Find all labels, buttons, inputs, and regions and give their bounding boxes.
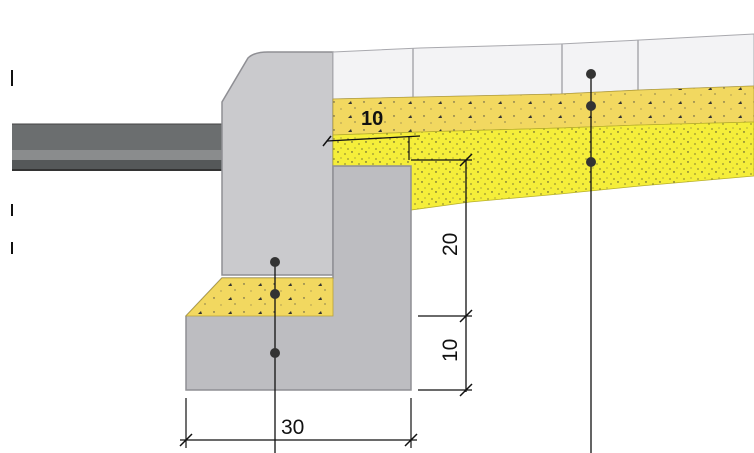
dimension-label-upper-height: 20 [439, 232, 462, 256]
dimension-label-top-width: 10 [361, 108, 384, 130]
asphalt-layer [12, 123, 224, 171]
dimension-label-base-width: 30 [281, 416, 305, 439]
dimension-base-width [179, 398, 418, 448]
dimension-label-lower-height: 10 [439, 338, 462, 362]
curb-stone [221, 51, 334, 276]
dimension-top-width [322, 135, 421, 160]
dimension-side-heights [411, 153, 473, 397]
dot-icon [270, 69, 596, 358]
mortar-bed [185, 277, 334, 317]
